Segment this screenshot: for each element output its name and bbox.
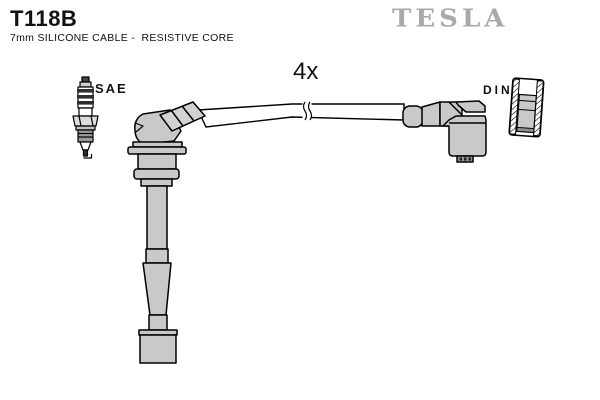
din-connector-label: DIN [483,83,513,97]
sae-connector-label: SAE [95,81,128,96]
spark-plug-icon [72,76,99,159]
boot-tip [139,334,177,364]
boot-flange [127,146,187,155]
distributor-plug-icon [402,100,487,163]
cross-section-wall-left [509,78,520,135]
plug-ferrule [402,105,424,128]
spark-plug-terminal [81,76,90,83]
spark-plug-hex [72,115,99,127]
plug-body [442,115,487,157]
spark-plug-electrode [82,149,89,157]
boot-collar [133,168,180,180]
silicone-cable-icon [196,101,405,128]
quantity-label: 4x [293,58,319,85]
spark-plug-thread [77,129,94,143]
din-terminal-cross-section-icon [508,77,545,138]
boot-shaft [146,185,168,250]
plug-boot-icon [127,101,206,364]
plug-lip [455,100,486,113]
spark-plug-insulator-ribs [77,89,94,105]
cable-break-mark-icon [302,101,313,122]
product-subtitle: 7mm SILICONE CABLE - RESISTIVE CORE [10,32,234,44]
boot-taper [142,262,172,316]
part-number: T118B [10,6,78,31]
brand-logo: TESLA [392,4,509,34]
